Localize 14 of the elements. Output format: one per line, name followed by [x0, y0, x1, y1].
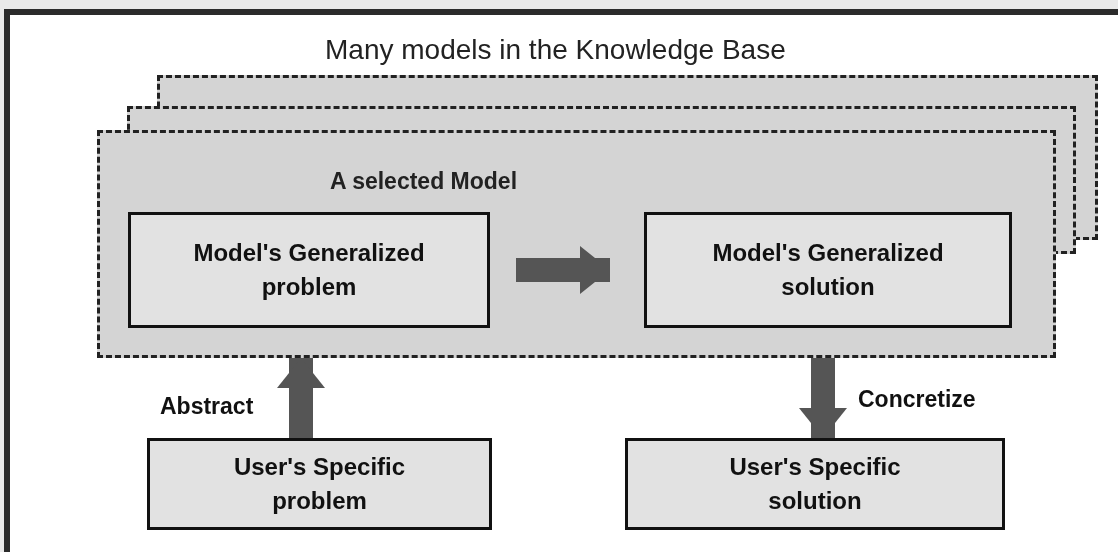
process-box	[147, 438, 492, 530]
box-label: Model's Generalized problem	[192, 238, 426, 302]
model-panel	[97, 130, 1056, 358]
block-arrow	[277, 358, 325, 438]
diagram-title: Many models in the Knowledge Base	[325, 34, 786, 65]
block-arrow	[516, 246, 610, 294]
box-label: User's Specific problem	[232, 452, 407, 516]
block-arrow	[799, 358, 847, 438]
process-box	[625, 438, 1005, 530]
process-box	[128, 212, 490, 328]
box-label: Model's Generalized solution	[711, 238, 945, 302]
panel-title: A selected Model	[330, 168, 518, 195]
process-box	[644, 212, 1012, 328]
box-label: User's Specific solution	[728, 452, 902, 516]
